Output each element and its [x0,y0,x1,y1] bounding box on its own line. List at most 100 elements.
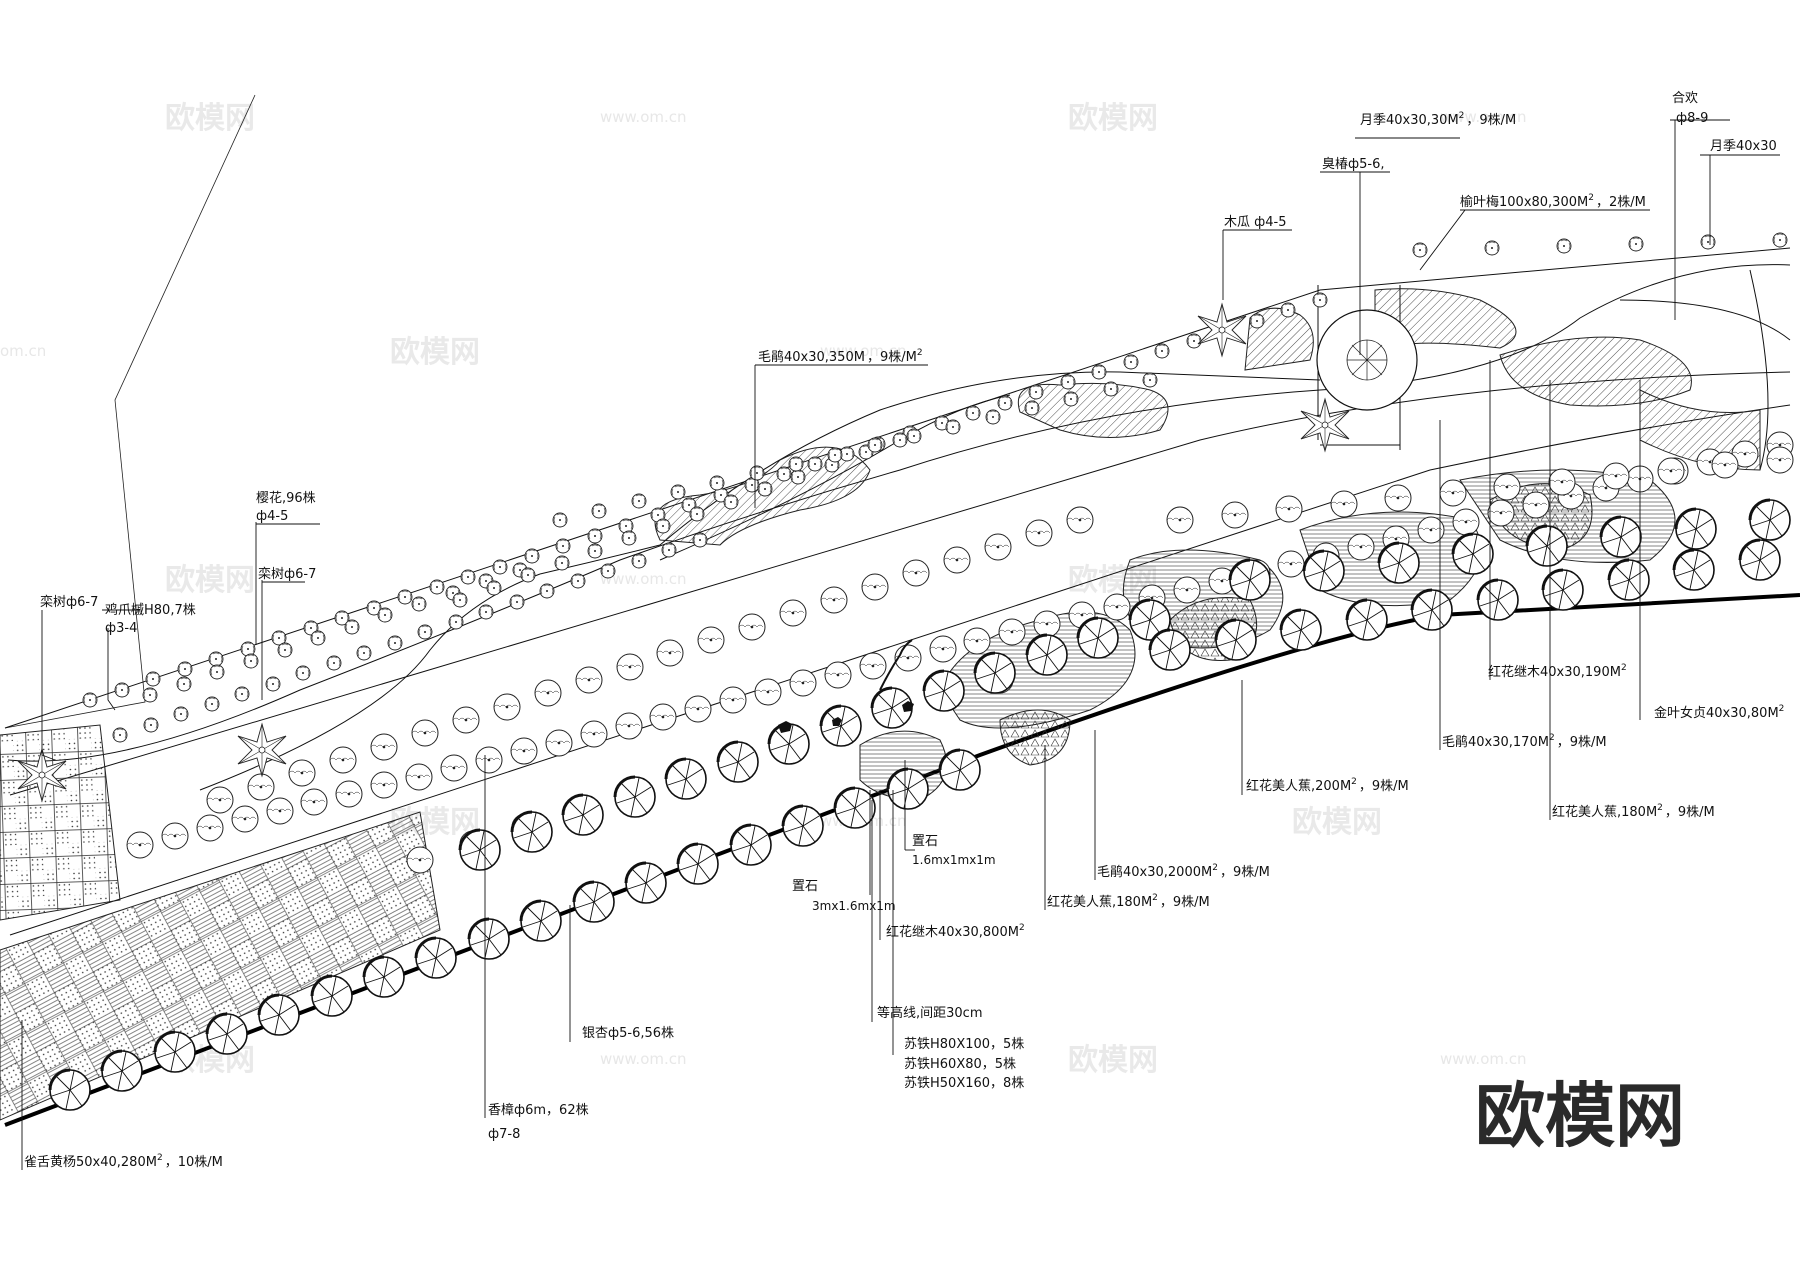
large-tree-symbol [1672,548,1716,592]
small-tree-symbol [411,596,427,612]
leader-lines [21,119,1780,1170]
small-tree-symbol [377,607,393,623]
large-tree-symbol [716,740,760,784]
small-tree-symbol [1028,384,1044,400]
medium-tree-symbol [1452,508,1480,536]
medium-tree-symbol [859,652,887,680]
label-maojuan-170: 毛鹃40x30,170M2，9株/M [1442,733,1607,750]
small-tree-symbol [1024,400,1040,416]
large-tree-symbol [257,993,301,1037]
small-tree-symbol [631,553,647,569]
label-jizhuaqi: 鸡爪槭H80,7株 [105,602,196,618]
small-tree-symbol [1103,381,1119,397]
large-tree-symbol [561,793,605,837]
medium-tree-symbol [1103,593,1131,621]
medium-tree-symbol [902,559,930,587]
small-tree-symbol [709,475,725,491]
shrub-masses [654,288,1761,546]
small-tree-symbol [478,604,494,620]
medium-tree-symbol [534,679,562,707]
large-tree-symbol [1476,578,1520,622]
label-meirenjiao-180-right: 红花美人蕉,180M2，9株/M [1552,803,1715,820]
label-chouchun: 臭椿ф5-6, [1322,157,1384,172]
medium-tree-symbol [126,831,154,859]
large-tree-symbol [781,804,825,848]
small-tree-symbol [689,506,705,522]
watermark-brand: 欧模网 [1068,101,1158,136]
large-tree-symbol [1674,507,1718,551]
medium-tree-symbol [754,678,782,706]
medium-tree-symbol [1277,550,1305,578]
medium-tree-symbol [1439,479,1467,507]
small-tree-symbol [82,692,98,708]
large-tree-symbol [664,757,708,801]
medium-tree-symbol [580,720,608,748]
large-tree-symbol [1738,538,1782,582]
medium-tree-symbol [861,573,889,601]
medium-tree-symbol [300,788,328,816]
medium-tree-symbol [1275,495,1303,523]
watermark-url: om.cn [0,342,46,360]
medium-tree-symbol [370,733,398,761]
medium-tree-symbol [510,737,538,765]
paving-areas [0,724,441,1121]
small-tree-symbol [749,465,765,481]
medium-tree-symbol [335,780,363,808]
label-jizhuaqi-diameter: ф3-4 [105,621,137,636]
small-tree-symbol [600,563,616,579]
medium-tree-symbol [206,786,234,814]
label-maojuan-350: 毛鹃40x30,350M，9株/M2 [758,348,923,365]
small-tree-symbol [1142,372,1158,388]
watermark-brand: 欧模网 [1292,805,1382,840]
small-tree-symbol [776,466,792,482]
small-tree-symbol [452,592,468,608]
small-tree-symbol [417,624,433,640]
medium-tree-symbol [1066,506,1094,534]
large-tree-symbol [676,842,720,886]
small-tree-symbol [1154,343,1170,359]
small-tree-symbol [985,409,1001,425]
small-tree-symbol [570,573,586,589]
small-tree-symbol [587,543,603,559]
medium-tree-symbol [684,695,712,723]
medium-tree-symbol [405,763,433,791]
label-hehuan-diameter: ф8-9 [1676,111,1708,126]
medium-tree-symbol [943,546,971,574]
star-tree-symbol [237,723,287,777]
small-tree-symbol [243,653,259,669]
label-zhishi-1: 置石 [912,834,938,849]
small-tree-symbol [234,686,250,702]
small-tree-symbol [655,518,671,534]
label-zhishi-1-size: 1.6mx1mx1m [912,853,996,867]
medium-tree-symbol [820,586,848,614]
small-tree-symbol [554,555,570,571]
small-tree-symbol [867,437,883,453]
medium-tree-symbol [738,613,766,641]
label-zhishi-2: 置石 [792,879,818,894]
medium-tree-symbol [616,653,644,681]
small-tree-symbol [1249,313,1265,329]
label-yuyemei: 榆叶梅100x80,300M2，2株/M [1460,193,1646,210]
label-yinghua: 樱花,96株 [256,490,316,506]
medium-tree-symbol [779,599,807,627]
large-tree-symbol [1541,568,1585,612]
medium-tree-symbols [126,431,1794,874]
medium-tree-symbol [615,712,643,740]
small-tree-symbol [1628,236,1644,252]
label-hongjimu-800: 红花继木40x30,800M2 [886,923,1025,940]
medium-tree-symbol [1384,484,1412,512]
large-tree-symbol [1451,532,1495,576]
watermark-layer: 欧模网 欧模网 欧模网 欧模网 欧模网 欧模网 欧模网 欧模网 欧模网 www.… [0,101,1527,1078]
small-tree-symbol [429,579,445,595]
small-tree-symbol [670,484,686,500]
small-tree-symbol [661,542,677,558]
small-tree-symbol [692,532,708,548]
medium-tree-symbol [929,635,957,663]
small-tree-symbol [176,676,192,692]
small-tree-symbol [344,619,360,635]
small-tree-symbol [552,512,568,528]
small-tree-symbol [112,727,128,743]
large-tree-symbol [572,880,616,924]
label-yueji-right: 月季40x30 [1710,139,1777,154]
small-tree-symbol [892,432,908,448]
